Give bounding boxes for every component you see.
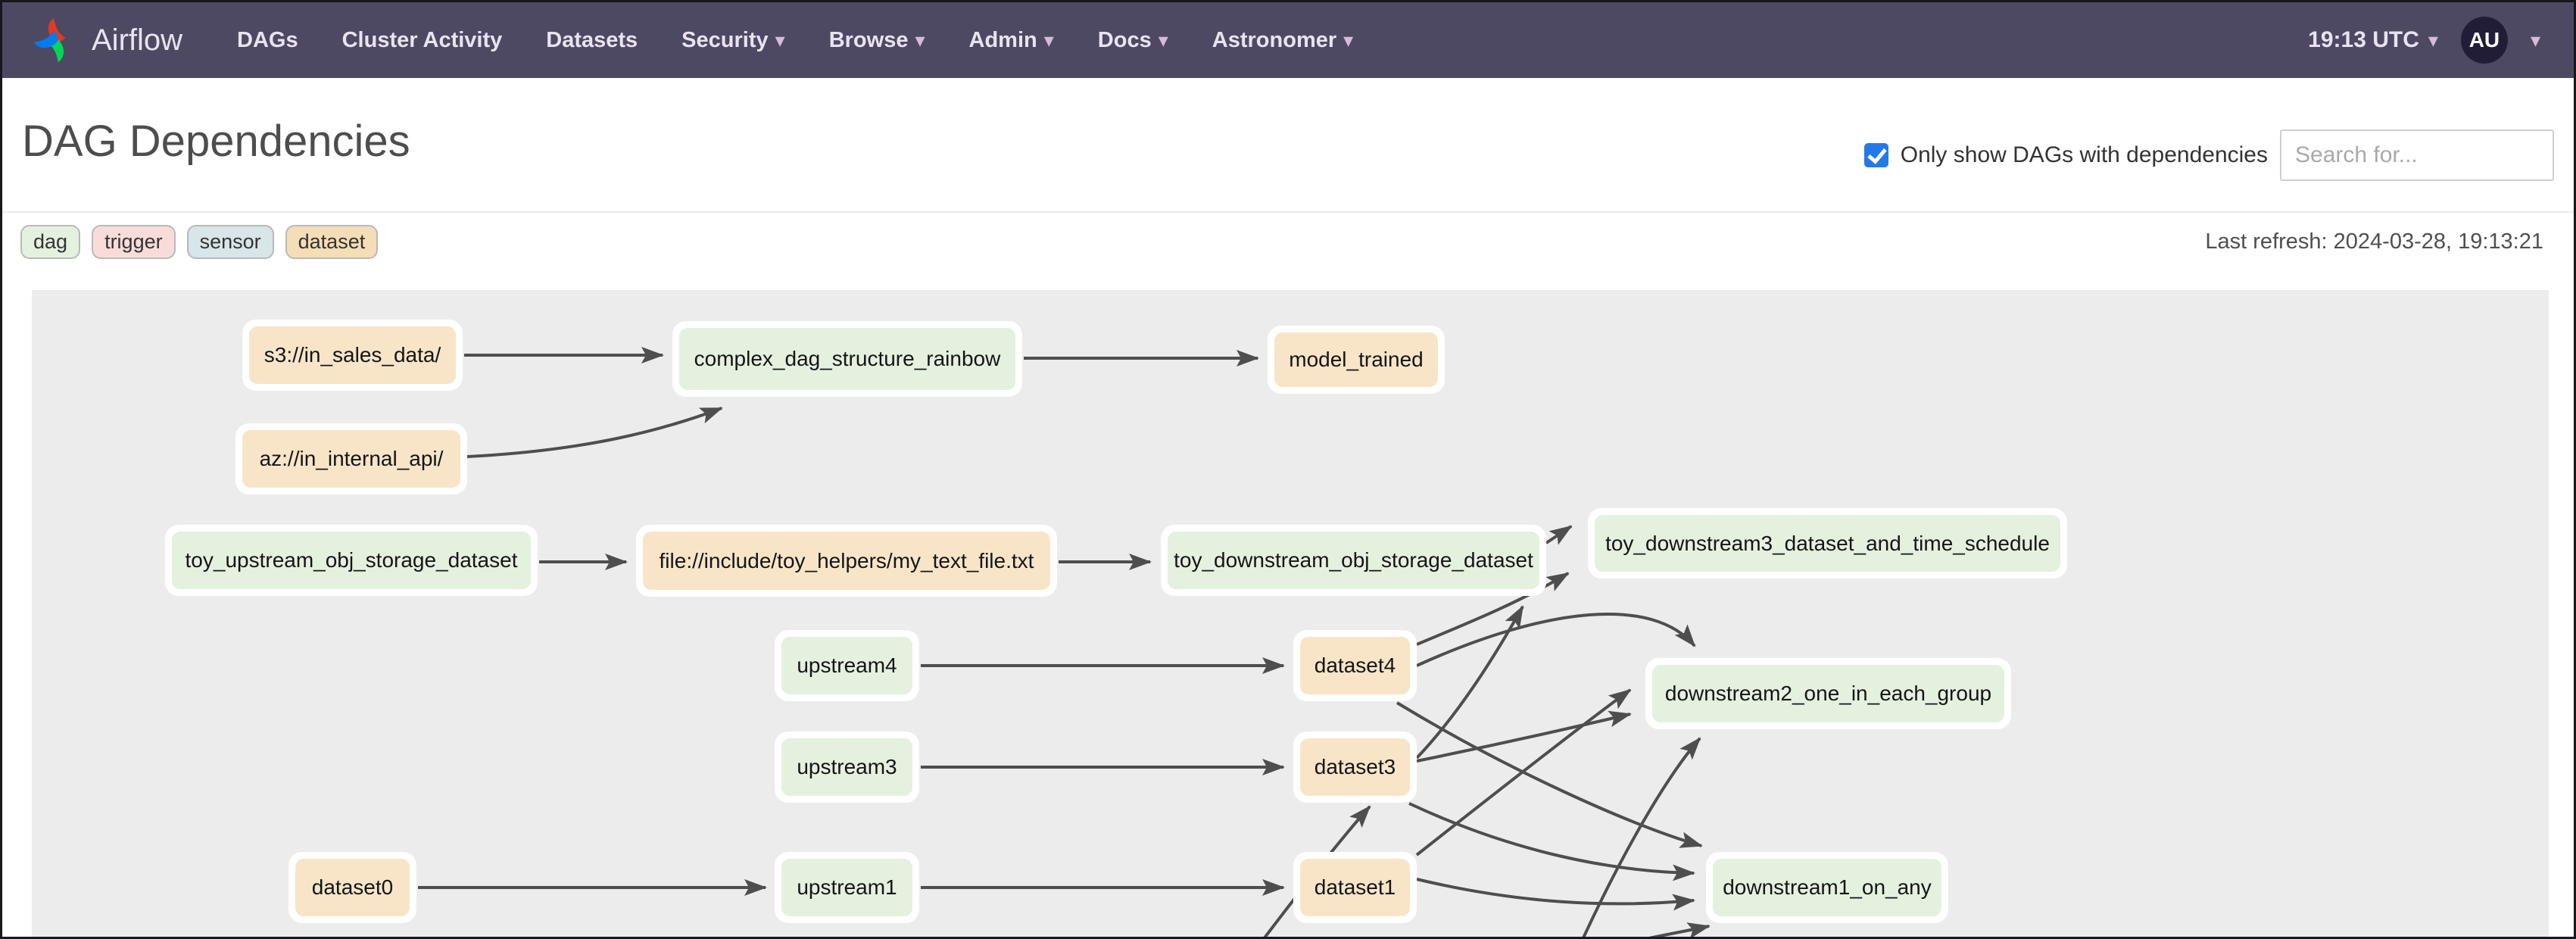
- nav-item-label: Cluster Activity: [341, 27, 503, 52]
- edge-dataset4-to-downstream2_one_in_each_group: [1416, 612, 1696, 667]
- node-label: upstream3: [781, 738, 912, 796]
- legend-badge-dag[interactable]: dag: [20, 225, 81, 259]
- node-toy_downstream3_dataset_and_time_schedule[interactable]: toy_downstream3_dataset_and_time_schedul…: [1588, 508, 2067, 579]
- edge-dataset3-to-downstream1_on_any: [1408, 802, 1695, 881]
- node-downstream1_on_any[interactable]: downstream1_on_any: [1706, 852, 1948, 923]
- airflow-pinwheel-icon: [33, 17, 66, 63]
- legend-badge-trigger[interactable]: trigger: [92, 225, 176, 259]
- node-label: az://in_internal_api/: [242, 430, 460, 488]
- node-label: upstream1: [781, 859, 912, 916]
- legend-badge-dataset[interactable]: dataset: [285, 225, 379, 259]
- node-label: toy_upstream_obj_storage_dataset: [172, 532, 531, 589]
- user-avatar[interactable]: AU: [2460, 17, 2508, 64]
- edge-dataset1-to-downstream1_on_any: [1416, 878, 1695, 911]
- nav-item-datasets[interactable]: Datasets: [546, 28, 638, 53]
- node-label: dataset3: [1300, 738, 1410, 796]
- navbar-right: 19:13 UTC ▾ AU ▾: [2308, 17, 2540, 64]
- node-label: file://include/toy_helpers/my_text_file.…: [643, 532, 1050, 590]
- node-dataset0[interactable]: dataset0: [288, 852, 416, 923]
- node-toy_downstream_obj_storage_dataset[interactable]: toy_downstream_obj_storage_dataset: [1161, 525, 1546, 596]
- node-label: downstream1_on_any: [1713, 859, 1941, 916]
- node-upstream4[interactable]: upstream4: [775, 630, 919, 701]
- node-label: toy_downstream3_dataset_and_time_schedul…: [1595, 515, 2060, 572]
- user-menu-chevron-down-icon[interactable]: ▾: [2530, 29, 2540, 51]
- chevron-down-icon: ▾: [1158, 29, 1168, 51]
- nav-item-admin[interactable]: Admin ▾: [969, 28, 1054, 53]
- node-label: complex_dag_structure_rainbow: [679, 328, 1015, 390]
- edge-dataset4-to-downstream1_on_any: [1396, 701, 1703, 848]
- node-s3_in_sales_data[interactable]: s3://in_sales_data/: [242, 320, 463, 391]
- edge-az_in_internal_api-to-complex_dag_structure_rainbow: [466, 407, 723, 458]
- node-label: dataset1: [1300, 859, 1410, 916]
- node-label: model_trained: [1274, 332, 1438, 387]
- header-controls: Only show DAGs with dependencies: [1863, 129, 2554, 181]
- header-divider: [2, 211, 2574, 213]
- edge-offscreen-to-downstream1_on_any: [1648, 922, 1711, 937]
- clock-dropdown[interactable]: 19:13 UTC ▾: [2308, 27, 2438, 53]
- nav-item-security[interactable]: Security ▾: [681, 28, 785, 53]
- node-label: upstream4: [781, 637, 912, 694]
- edge-dataset4-to-toy_downstream3_dataset_and_time_schedule: [1416, 572, 1570, 646]
- nav-item-label: DAGs: [237, 27, 298, 52]
- node-label: dataset4: [1300, 637, 1410, 694]
- brand-label: Airflow: [92, 23, 183, 57]
- node-az_in_internal_api[interactable]: az://in_internal_api/: [235, 423, 467, 494]
- chevron-down-icon: ▾: [1343, 29, 1354, 51]
- edges-layer: [418, 347, 1711, 937]
- page-title: DAG Dependencies: [22, 117, 410, 166]
- node-dataset3[interactable]: dataset3: [1293, 732, 1417, 803]
- node-model_trained[interactable]: model_trained: [1268, 326, 1445, 394]
- node-type-legend: dag trigger sensor dataset: [20, 225, 379, 259]
- nav-item-label: Browse: [828, 27, 909, 52]
- node-dataset4[interactable]: dataset4: [1293, 630, 1417, 701]
- node-label: dataset0: [295, 859, 410, 916]
- dag-dependency-graph[interactable]: s3://in_sales_data/az://in_internal_api/…: [32, 290, 2549, 937]
- nav-item-astronomer[interactable]: Astronomer ▾: [1212, 28, 1353, 53]
- nav-item-browse[interactable]: Browse ▾: [829, 28, 925, 53]
- node-label: toy_downstream_obj_storage_dataset: [1168, 532, 1539, 589]
- edge-dataset3-to-downstream2_one_in_each_group: [1416, 710, 1632, 763]
- node-toy_upstream_obj_storage_dataset[interactable]: toy_upstream_obj_storage_dataset: [165, 525, 538, 596]
- edge-dataset3-to-toy_downstream_obj_storage_dataset: [1415, 605, 1524, 760]
- chevron-down-icon: ▾: [915, 29, 925, 51]
- legend-badge-sensor[interactable]: sensor: [186, 225, 274, 259]
- only-show-dags-with-dependencies-checkbox[interactable]: [1863, 143, 1888, 167]
- nav-item-cluster-activity[interactable]: Cluster Activity: [342, 28, 503, 53]
- clock-label: 19:13 UTC: [2308, 27, 2419, 52]
- airflow-brand[interactable]: Airflow: [33, 17, 182, 64]
- edge-toy_downstream_obj_storage_dataset-to-toy_downstream3_dataset_and_time_schedule: [1545, 525, 1573, 545]
- chevron-down-icon: ▾: [1043, 29, 1054, 51]
- navbar: Airflow DAGs Cluster Activity Datasets Secu…: [2, 2, 2574, 78]
- checkbox-label: Only show DAGs with dependencies: [1900, 142, 2268, 167]
- node-file_include_toy_helpers_my_text_file[interactable]: file://include/toy_helpers/my_text_file.…: [636, 525, 1057, 597]
- nav-item-dags[interactable]: DAGs: [237, 28, 298, 53]
- chevron-down-icon: ▾: [2428, 29, 2438, 51]
- nav-item-label: Docs: [1097, 27, 1152, 52]
- search-input[interactable]: [2280, 129, 2554, 181]
- edge-offscreen-to-downstream2_one_in_each_group: [1582, 737, 1701, 937]
- nav-item-label: Admin: [968, 27, 1037, 52]
- node-label: downstream2_one_in_each_group: [1652, 665, 2004, 722]
- nav-item-docs[interactable]: Docs ▾: [1098, 28, 1168, 53]
- last-refresh-label: Last refresh: 2024-03-28, 19:13:21: [2205, 229, 2543, 254]
- node-complex_dag_structure_rainbow[interactable]: complex_dag_structure_rainbow: [672, 321, 1022, 397]
- nav-item-label: Astronomer: [1212, 27, 1337, 52]
- chevron-down-icon: ▾: [775, 29, 785, 51]
- node-downstream2_one_in_each_group[interactable]: downstream2_one_in_each_group: [1645, 658, 2011, 729]
- node-label: s3://in_sales_data/: [249, 326, 456, 384]
- node-upstream1[interactable]: upstream1: [775, 852, 919, 923]
- node-dataset1[interactable]: dataset1: [1293, 852, 1417, 923]
- nav-item-label: Security: [681, 27, 769, 52]
- nav-item-label: Datasets: [546, 27, 638, 52]
- node-upstream3[interactable]: upstream3: [775, 732, 919, 803]
